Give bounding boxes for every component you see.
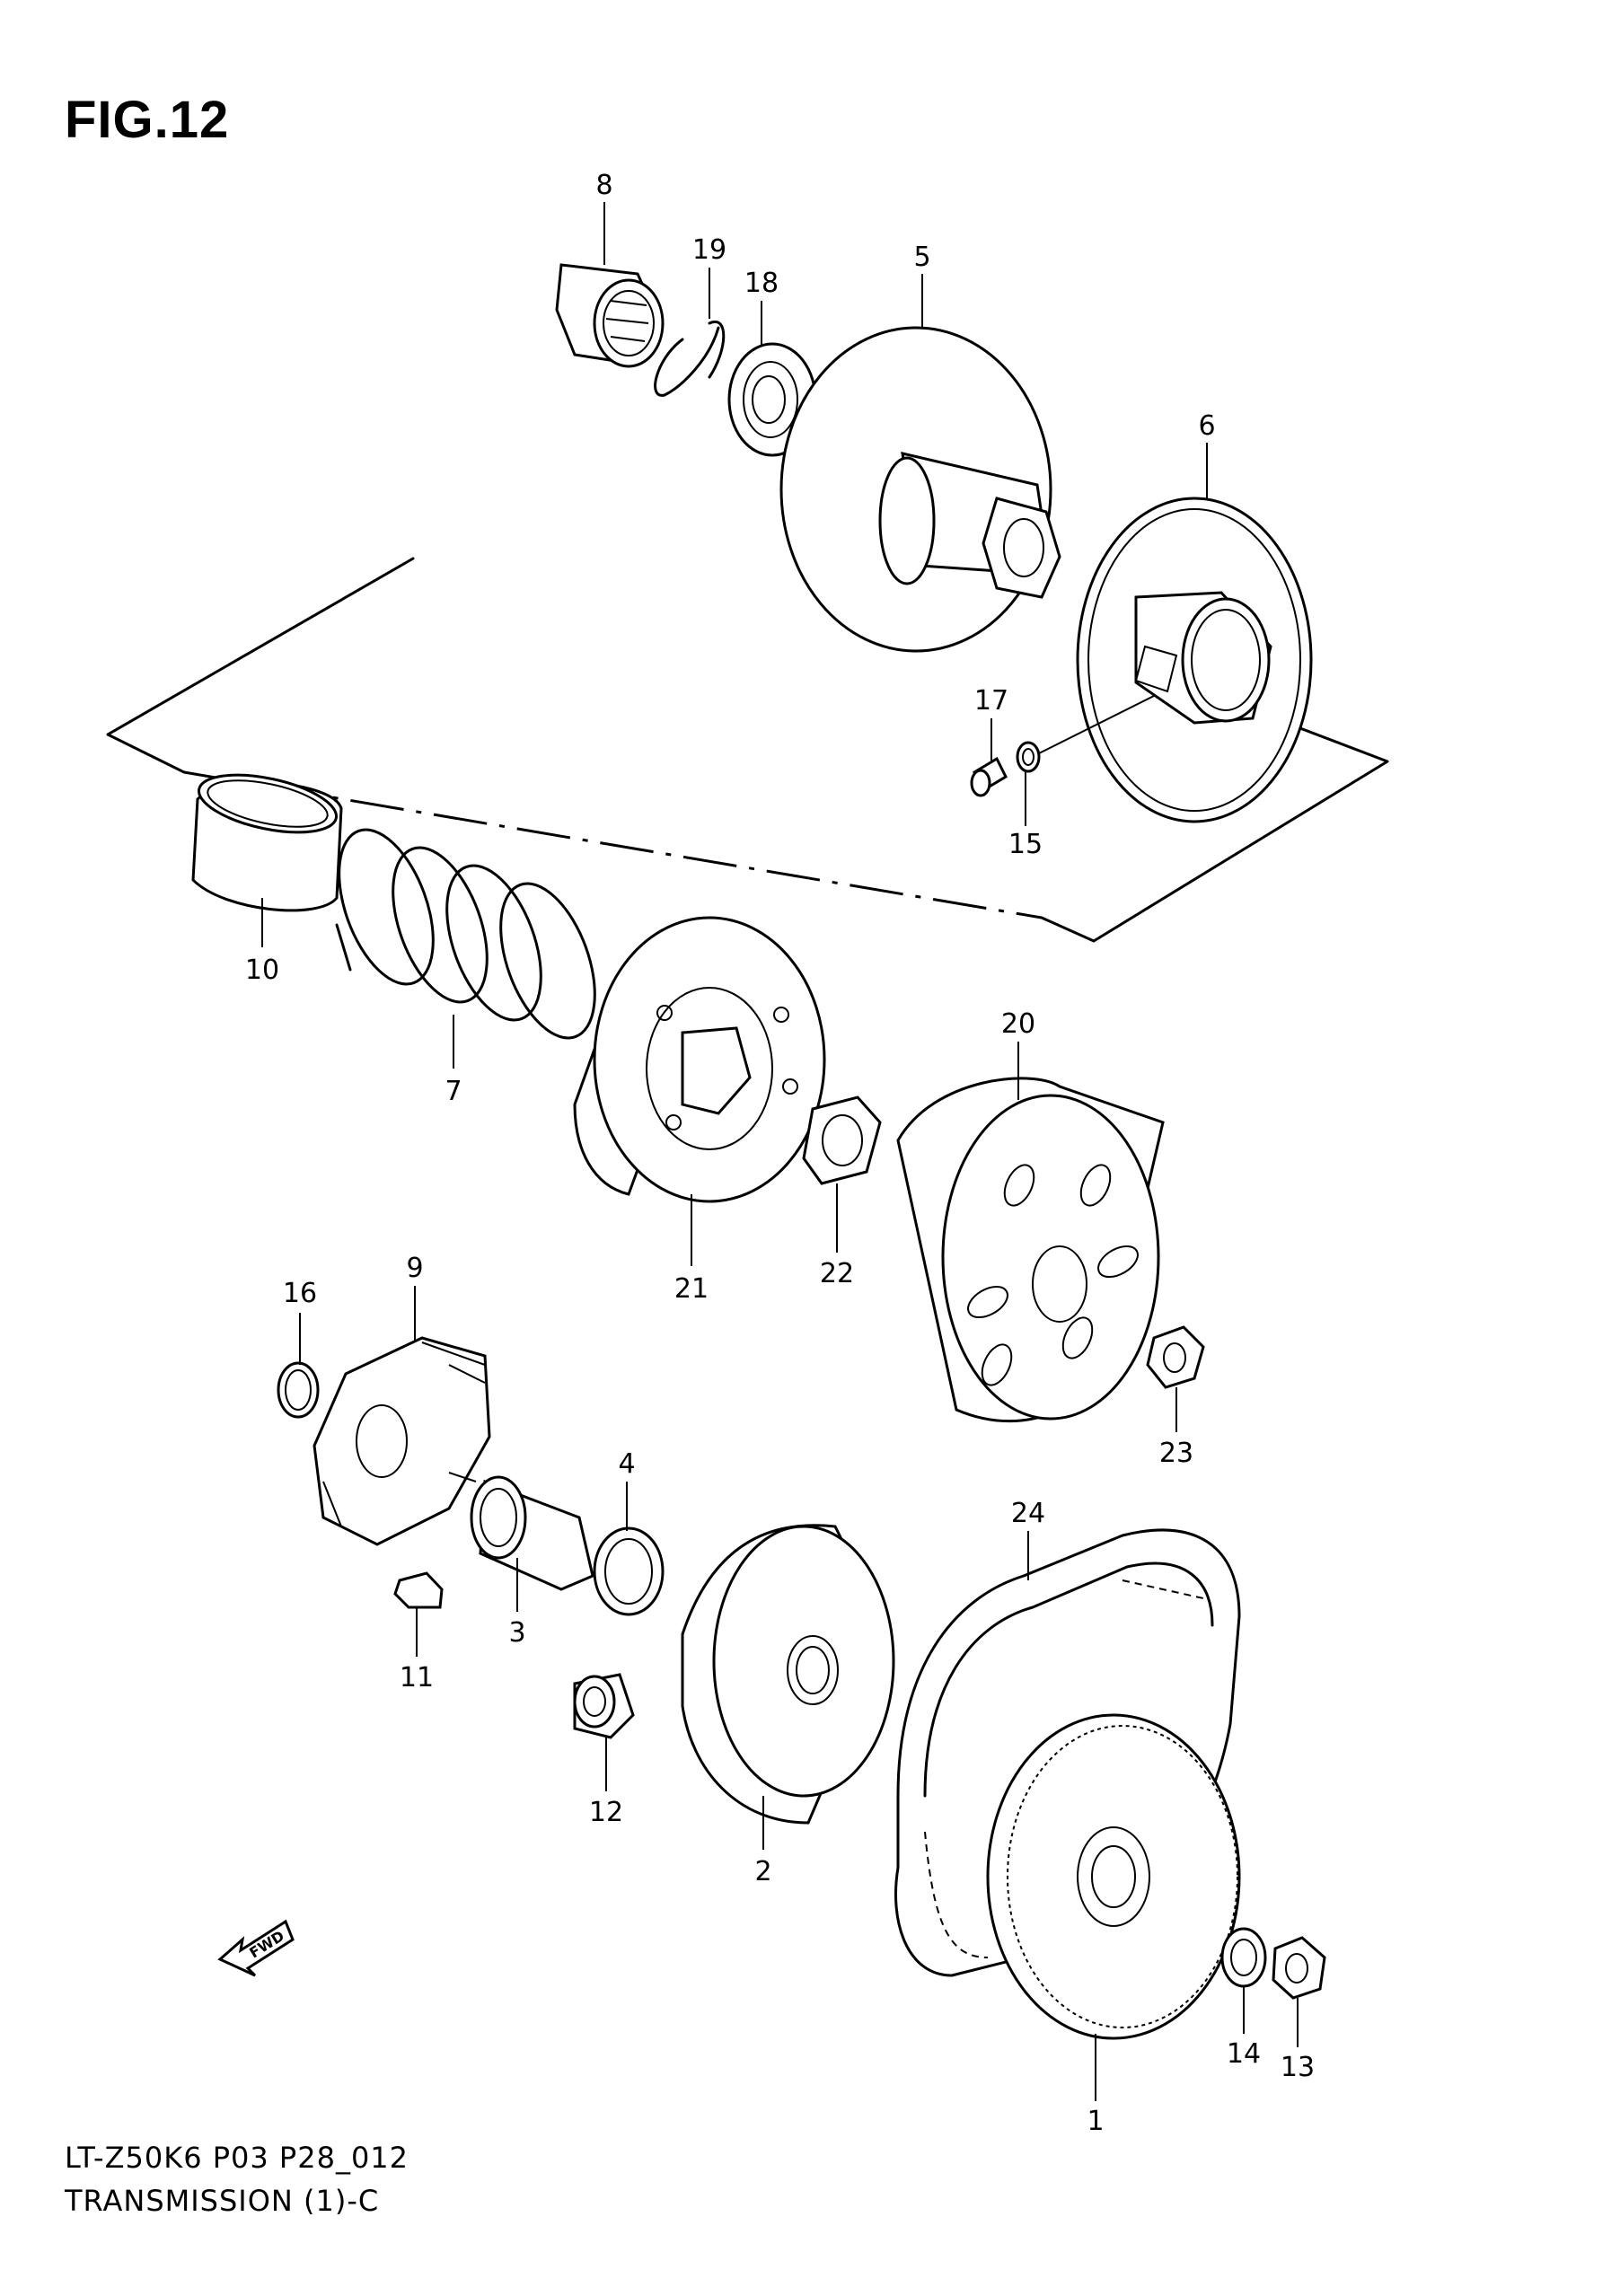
part-14-washer (1220, 1927, 1267, 1988)
label-part-6: 6 (1198, 410, 1215, 442)
label-part-2: 2 (754, 1856, 771, 1887)
label-part-23: 23 (1159, 1438, 1193, 1469)
part-13-nut (1272, 1936, 1326, 2000)
label-part-5: 5 (913, 242, 930, 273)
label-part-21: 21 (674, 1273, 709, 1305)
fwd-arrow-icon: FWD (217, 1919, 295, 1977)
label-part-16: 16 (283, 1278, 317, 1309)
assembly-frame-dashed (183, 770, 1043, 919)
label-part-13: 13 (1281, 2052, 1315, 2083)
part-5-movable-drive-face (779, 326, 1061, 653)
label-part-11: 11 (400, 1662, 434, 1693)
label-part-10: 10 (245, 954, 279, 986)
part-24-v-belt (894, 1528, 1241, 1977)
label-part-1: 1 (1087, 2106, 1104, 2137)
part-4-ring (593, 1526, 665, 1616)
label-part-24: 24 (1011, 1498, 1045, 1529)
label-part-8: 8 (595, 170, 612, 201)
part-7-spring (335, 828, 596, 1040)
part-8-needle-bearing (555, 263, 665, 368)
label-part-12: 12 (589, 1797, 623, 1828)
part-23-flange-nut (1146, 1325, 1205, 1389)
part-11-slider (393, 1571, 444, 1609)
part-6-drive-plate (1036, 497, 1313, 823)
part-9-ramp-plate (313, 1336, 491, 1546)
part-19-circlip (654, 320, 726, 397)
label-part-17: 17 (974, 685, 1008, 717)
label-part-19: 19 (692, 234, 726, 266)
part-1-driven-gear (986, 1713, 1241, 2040)
part-21-clutch-shoe-assembly (573, 916, 826, 1203)
label-part-14: 14 (1227, 2038, 1261, 2070)
part-16-washer (277, 1361, 320, 1419)
footer-model-code: LT-Z50K6 P03 P28_012 (65, 2141, 409, 2175)
label-part-4: 4 (618, 1448, 635, 1480)
part-20-clutch-housing (896, 1077, 1165, 1423)
label-part-18: 18 (744, 268, 779, 299)
footer-section-title: TRANSMISSION (1)-C (65, 2184, 380, 2218)
part-12-bushing (573, 1673, 635, 1739)
figure-title: FIG.12 (65, 91, 230, 149)
part-number-labels: 8 19 18 5 6 17 15 10 7 20 21 22 23 16 9 … (245, 170, 1315, 2137)
part-15-washer (1016, 741, 1041, 773)
label-part-3: 3 (508, 1617, 525, 1649)
label-part-7: 7 (445, 1076, 462, 1107)
part-2-driven-face (681, 1524, 895, 1825)
label-part-22: 22 (820, 1258, 854, 1289)
part-17-bolt (970, 756, 1008, 797)
part-10-collar (191, 773, 343, 912)
assembly-frame (106, 557, 1389, 943)
part-22-nut (802, 1095, 882, 1185)
label-part-20: 20 (1001, 1008, 1035, 1040)
part-3-spacer (470, 1475, 594, 1591)
label-part-15: 15 (1008, 829, 1043, 860)
leader-lines (261, 202, 1299, 2101)
label-part-9: 9 (406, 1253, 423, 1284)
